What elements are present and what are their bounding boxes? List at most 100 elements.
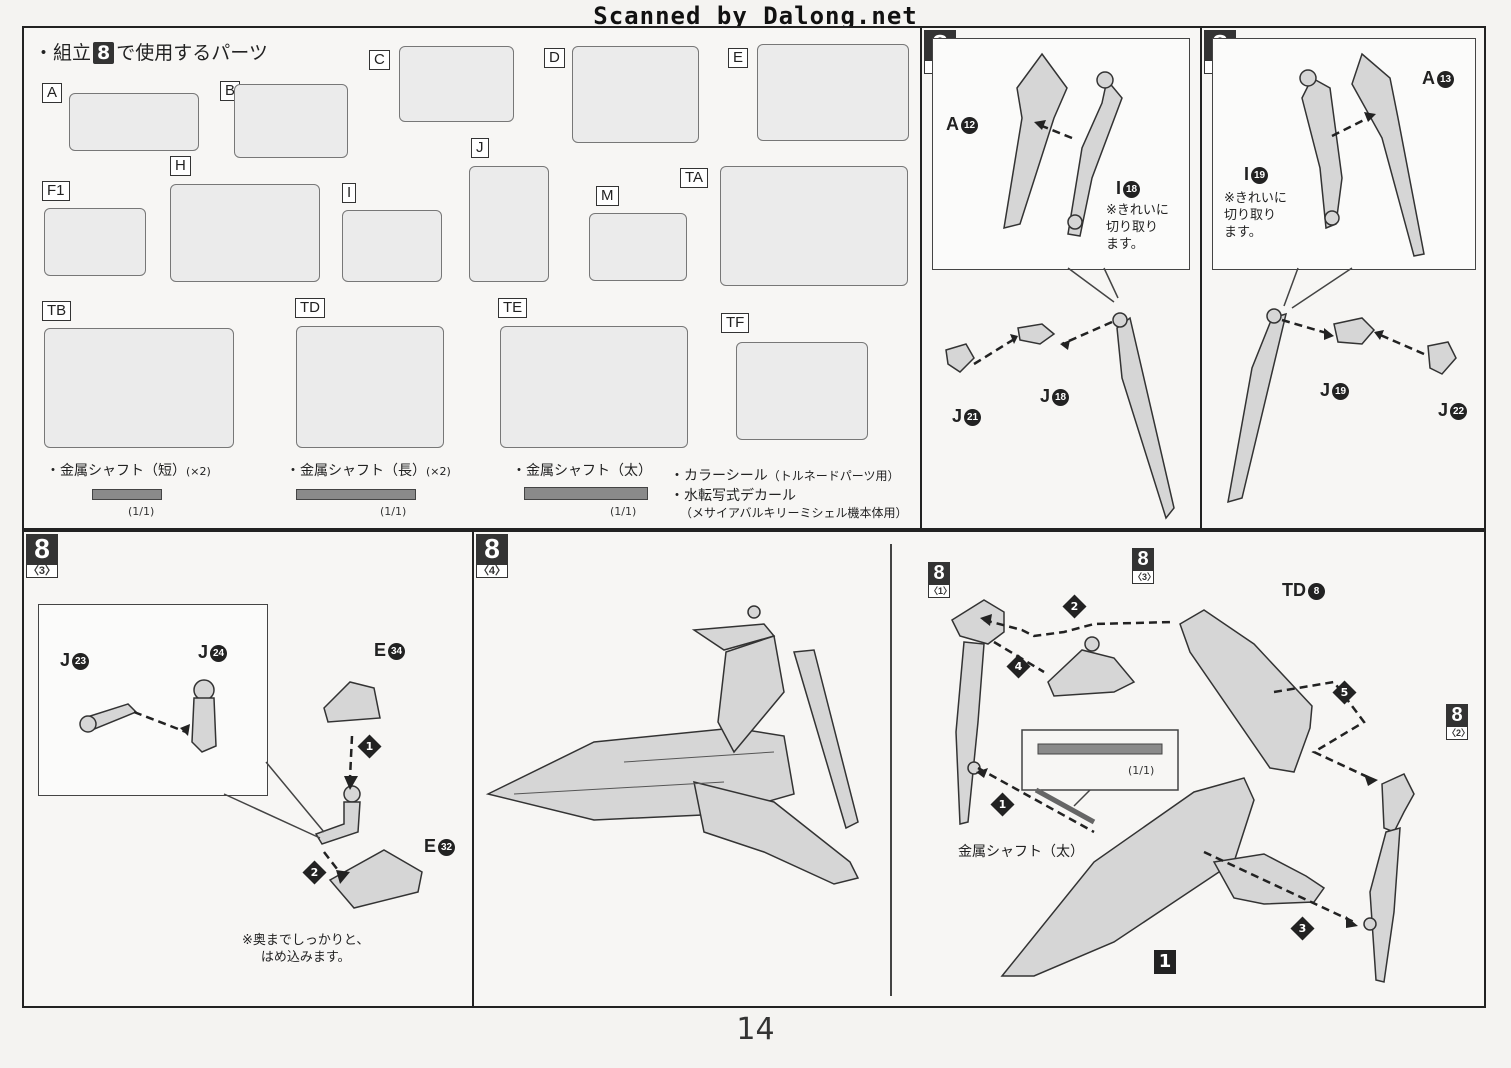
- step1-part-i-number: 18: [1123, 180, 1141, 198]
- runner-b: [234, 84, 348, 158]
- runner-d: [572, 46, 699, 143]
- assembly-order-5-text: 5: [1340, 686, 1349, 699]
- assembly-order-1-text: 1: [998, 798, 1007, 811]
- runner-e: [757, 44, 909, 141]
- step3-drawing: [79, 679, 423, 909]
- step3-part-j1-letter: J: [60, 650, 71, 670]
- runner-j: [469, 166, 549, 282]
- assembly-ref3-number: 8: [1137, 548, 1149, 570]
- assembly-ref2-badge: 8 〈2〉: [1446, 704, 1471, 740]
- step3-sub: 〈3〉: [26, 564, 58, 578]
- step4-badge: 8 〈4〉: [476, 534, 508, 578]
- step4-divider: [890, 544, 892, 996]
- step1-part-j1-letter: J: [952, 406, 963, 426]
- runner-i: [342, 210, 442, 282]
- assembly-ref2-number: 8: [1451, 704, 1463, 726]
- step2-part-i-number: 19: [1251, 166, 1269, 184]
- assembly-order-4: 4: [1006, 654, 1031, 679]
- step1-part-j2-letter: J: [1040, 386, 1051, 406]
- step3-part-e1-number: 34: [388, 642, 406, 660]
- assembly-order-2-text: 2: [1070, 600, 1079, 613]
- step3-order-2-text: 2: [310, 866, 319, 879]
- assembly-ref1-badge: 8 〈1〉: [928, 562, 953, 598]
- parts-header-step: 8: [93, 42, 115, 64]
- assembly-shaft-scale: (1/1): [1128, 764, 1155, 777]
- step3-part-e2-number: 32: [438, 838, 456, 856]
- assembly-order-3-text: 3: [1298, 922, 1307, 935]
- runner-m: [589, 213, 687, 281]
- step3-part-e2-letter: E: [424, 836, 437, 856]
- step4-sub: 〈4〉: [476, 564, 508, 578]
- runner-td: [296, 326, 444, 448]
- runner-a: [69, 93, 199, 151]
- shaft-short-bar: [92, 489, 162, 500]
- runner-f1: [44, 208, 146, 276]
- runner-label-j: J: [471, 138, 489, 158]
- runner-label-te: TE: [498, 298, 528, 318]
- runner-label-h: H: [170, 156, 191, 176]
- runner-c: [399, 46, 514, 122]
- shaft-short-name: ・金属シャフト（短）: [46, 463, 186, 479]
- extra-decal: ・水転写式デカール: [670, 488, 796, 505]
- step2-part-j2-number: 22: [1450, 402, 1468, 420]
- shaft-thick-scale: (1/1): [610, 505, 637, 518]
- assembly-order-3: 3: [1290, 916, 1315, 941]
- shaft-thick-bar: [524, 487, 648, 500]
- step3-detail-box: [38, 604, 268, 796]
- watermark: Scanned by Dalong.net: [593, 2, 918, 30]
- shaft-short-count: (×2): [186, 465, 211, 478]
- assembly-order-4-text: 4: [1014, 660, 1023, 673]
- step3-order-1-text: 1: [365, 740, 374, 753]
- runner-tf: [736, 342, 868, 440]
- assembly-shaft-label: 金属シャフト（太）: [958, 844, 1084, 860]
- shaft-long-count: (×2): [426, 465, 451, 478]
- step1-part-a-letter: A: [946, 114, 959, 134]
- assembly-ref3-sub: 〈3〉: [1132, 570, 1157, 584]
- runner-te: [500, 326, 688, 448]
- runner-label-e: E: [728, 48, 749, 68]
- shaft-long-name: ・金属シャフト（長）: [286, 463, 426, 479]
- assembly-td-number: 8: [1308, 582, 1325, 600]
- runner-tb: [44, 328, 234, 448]
- runner-label-i: I: [342, 183, 357, 203]
- shaft-short-label: ・金属シャフト（短）(×2): [46, 460, 211, 480]
- assembly-ref3-badge: 8 〈3〉: [1132, 548, 1157, 584]
- step3-order-1: 1: [357, 734, 382, 759]
- step1-note: ※きれいに 切り取り ます。: [1106, 203, 1169, 252]
- step3-note: ※奥までしっかりと、 はめ込みます。: [242, 933, 370, 965]
- extra-decal-name: ・水転写式デカール: [670, 488, 796, 504]
- runner-label-ta: TA: [680, 168, 709, 188]
- step2-part-a-number: 13: [1437, 70, 1454, 88]
- runner-label-tf: TF: [721, 313, 750, 333]
- step2-part-j2-letter: J: [1438, 400, 1449, 420]
- assembly-order-2: 2: [1062, 594, 1087, 619]
- shaft-long-label: ・金属シャフト（長）(×2): [286, 460, 451, 480]
- step4-panel: 8 〈4〉: [472, 530, 1486, 1008]
- page-number: 14: [736, 1012, 775, 1047]
- step3-badge: 8 〈3〉: [26, 534, 58, 578]
- step2-drawing: [1227, 52, 1457, 504]
- runner-label-m: M: [596, 186, 619, 206]
- shaft-short-scale: (1/1): [128, 505, 155, 518]
- extra-color-sticker-detail: （トルネードパーツ用）: [767, 469, 900, 483]
- step2-part-j1-number: 19: [1332, 382, 1350, 400]
- shaft-thick-label: ・金属シャフト（太）: [512, 460, 652, 480]
- assembly-order-5: 5: [1332, 680, 1357, 705]
- step1-part-a-number: 12: [961, 116, 978, 134]
- assembly-ref1-sub: 〈1〉: [928, 584, 953, 598]
- parts-header-prefix: ・組立: [34, 42, 92, 64]
- step2-detail-box: [1212, 38, 1476, 270]
- step3-part-e1-letter: E: [374, 640, 387, 660]
- assembly-ref2-sub: 〈2〉: [1446, 726, 1471, 740]
- step3-part-j2-number: 24: [210, 644, 228, 662]
- step3-order-2: 2: [302, 860, 327, 885]
